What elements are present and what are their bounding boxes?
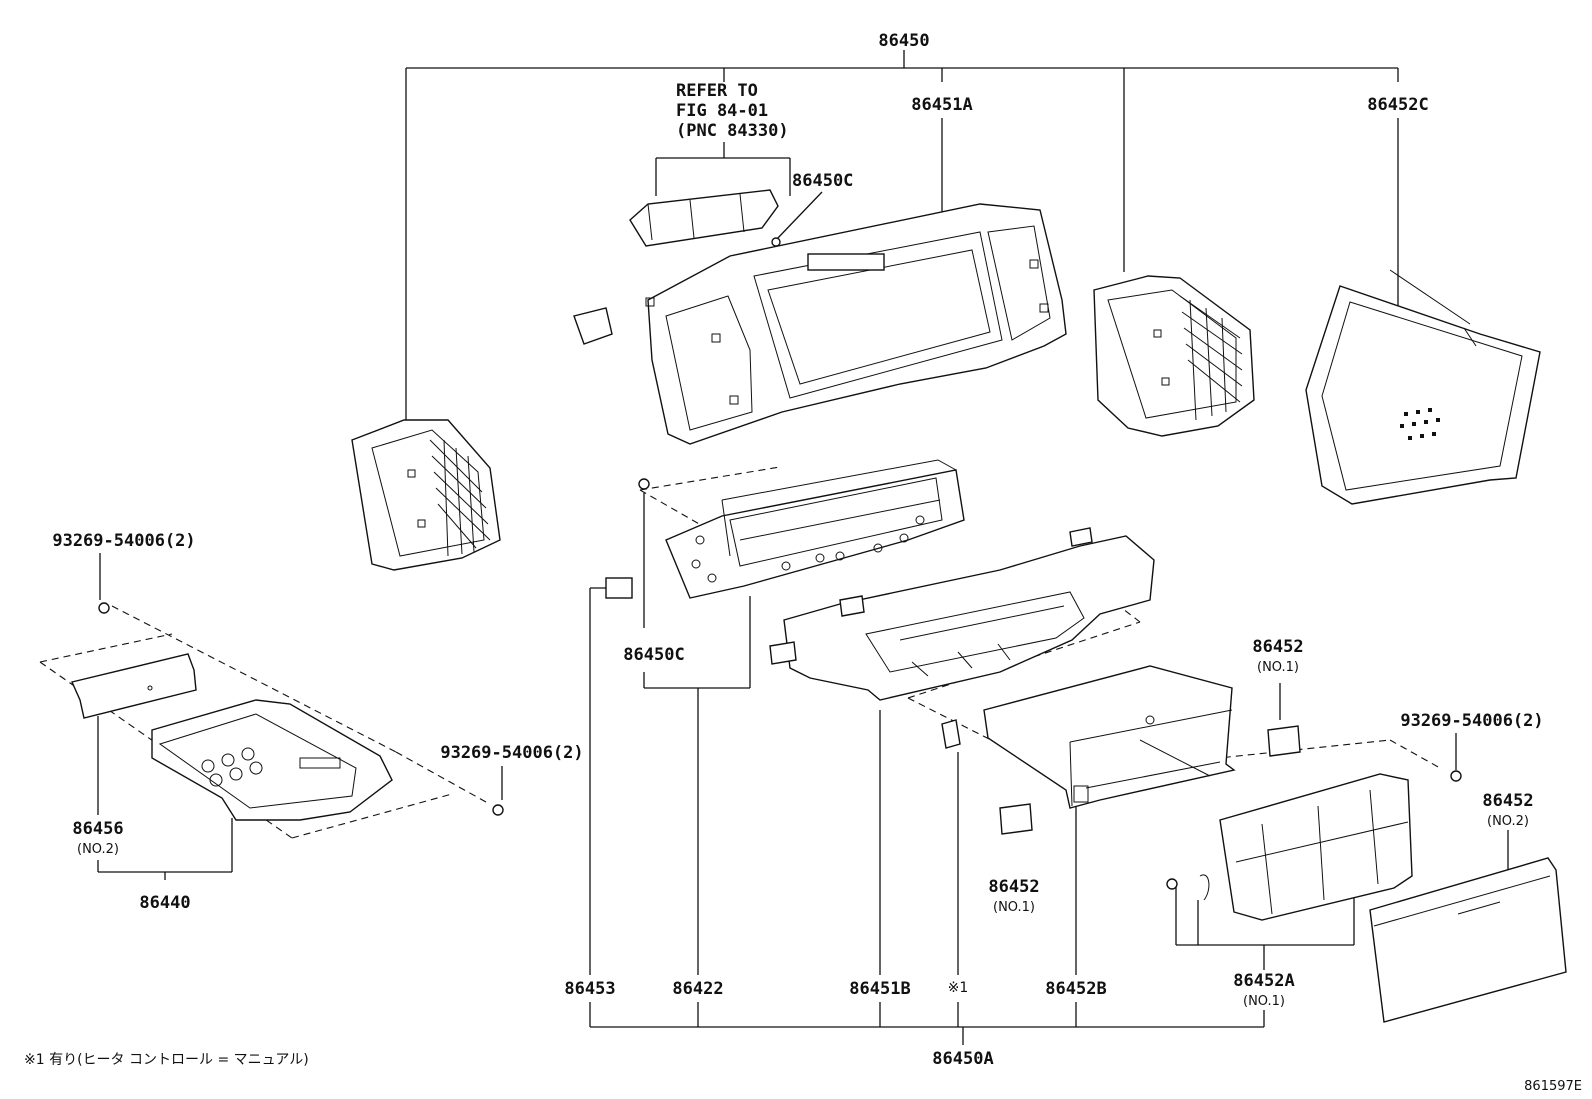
leader-lines (97, 118, 1509, 975)
label-86440: 86440 (139, 893, 190, 913)
center-bezel-86451A (645, 203, 1067, 445)
connector-part-refer (629, 189, 781, 247)
label-86452A: 86452A (1233, 971, 1294, 991)
figure-id: 861597E (1524, 1079, 1582, 1094)
box-86452B (983, 665, 1236, 809)
label-bolt-right: 93269-54006(2) (1400, 711, 1543, 731)
label-86452-lower: 86452 (988, 877, 1039, 897)
lid-86452-no2 (1369, 857, 1567, 1023)
label-86453: 86453 (564, 979, 615, 999)
label-refer-line3: (PNC 84330) (676, 121, 789, 141)
label-86456: 86456 (72, 819, 123, 839)
label-bolt-mid: 93269-54006(2) (440, 743, 583, 763)
label-86452-no2: 86452 (1482, 791, 1533, 811)
label-86451A: 86451A (911, 95, 972, 115)
label-refer-line1: REFER TO (676, 81, 758, 101)
label-bolt-left: 93269-54006(2) (52, 531, 195, 551)
label-86452C: 86452C (1367, 95, 1428, 115)
label-86452-upper: 86452 (1252, 637, 1303, 657)
label-86452-no2-sub: (NO.2) (1487, 814, 1529, 829)
label-86452-lower-sub: (NO.1) (993, 900, 1035, 915)
label-86456-sub: (NO.2) (77, 842, 119, 857)
bracket-86450A (589, 1002, 1265, 1045)
label-86452B: 86452B (1045, 979, 1106, 999)
label-star1: ※1 (948, 980, 969, 996)
footnote: ※1 有り(ヒータ コントロール = マニュアル) (24, 1052, 309, 1068)
label-86452A-sub: (NO.1) (1243, 994, 1285, 1009)
label-86450A: 86450A (932, 1049, 993, 1069)
label-86422: 86422 (672, 979, 723, 999)
wire-harness-86453 (421, 304, 633, 599)
tray-86440 (151, 699, 504, 821)
label-refer-line2: FIG 84-01 (676, 101, 768, 121)
label-86452-upper-sub: (NO.1) (1257, 660, 1299, 675)
label-86450C-mid: 86450C (623, 645, 684, 665)
panel-86452C (1305, 269, 1541, 505)
card-86452-lower (999, 803, 1033, 835)
bracket-86456 (71, 602, 197, 719)
bracket-86450 (405, 50, 1399, 420)
label-86450C-top: 86450C (792, 171, 853, 191)
pad-star1 (941, 719, 961, 749)
control-unit-86422 (638, 459, 965, 599)
label-86451B: 86451B (849, 979, 910, 999)
right-air-vent (1093, 275, 1255, 437)
label-86450: 86450 (878, 31, 929, 51)
card-86452-upper (1267, 725, 1301, 757)
left-air-vent (351, 419, 501, 571)
panel-86452A (1166, 770, 1462, 921)
lower-panel-86451B (769, 527, 1155, 701)
